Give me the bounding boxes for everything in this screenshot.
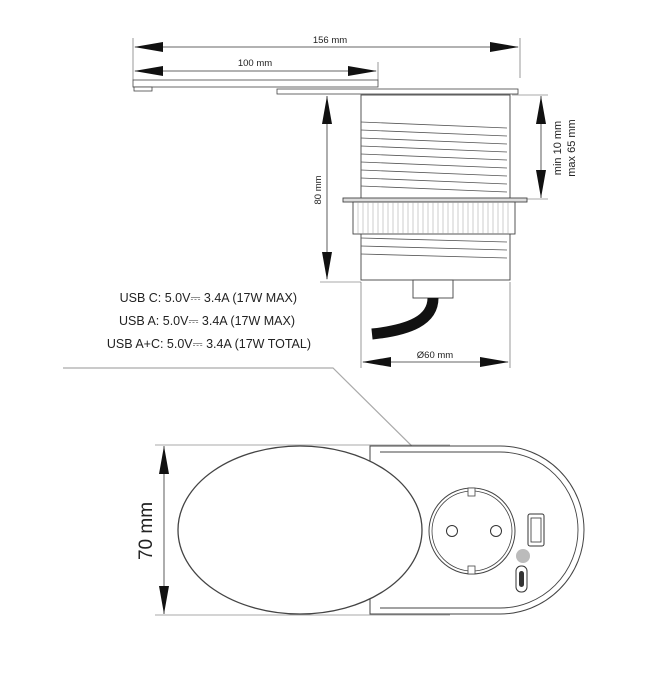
- spec-usb-a: USB A: 5.0V⎓ 3.4A (17W MAX): [119, 314, 295, 328]
- spec-usb-a-c: USB A+C: 5.0V⎓ 3.4A (17W TOTAL): [107, 337, 311, 351]
- dimension-100mm: 100 mm: [134, 58, 377, 76]
- spec-usb-c: USB C: 5.0V⎓ 3.4A (17W MAX): [120, 291, 297, 305]
- dim-100-label: 100 mm: [238, 58, 272, 69]
- dimension-diameter: Ø60 mm: [360, 282, 511, 368]
- dim-max-label: max 65 mm: [566, 119, 578, 176]
- lid: [177, 445, 423, 615]
- dimension-desk-thickness: min 10 mm max 65 mm: [512, 94, 578, 200]
- indicator-dot: [516, 549, 530, 563]
- dimension-156mm: 156 mm: [134, 35, 519, 52]
- dim-156-label: 156 mm: [313, 35, 347, 46]
- dim-80-label: 80 mm: [313, 175, 324, 204]
- usb-a-port: [527, 513, 545, 547]
- top-view: 70 mm: [136, 444, 585, 616]
- dimension-80mm: 80 mm: [313, 96, 361, 283]
- usb-c-port: [515, 565, 528, 593]
- dim-min-label: min 10 mm: [552, 121, 564, 175]
- lid-plate: [132, 79, 519, 95]
- body: [342, 94, 528, 299]
- dimension-70mm: 70 mm: [136, 446, 169, 614]
- cable: [371, 297, 439, 340]
- dim-diameter-label: Ø60 mm: [417, 350, 454, 361]
- dim-70-label: 70 mm: [136, 502, 157, 560]
- side-view: 156 mm 100 mm: [132, 35, 578, 368]
- schuko-socket: [428, 487, 516, 575]
- usb-specs: USB C: 5.0V⎓ 3.4A (17W MAX) USB A: 5.0V⎓…: [107, 291, 311, 351]
